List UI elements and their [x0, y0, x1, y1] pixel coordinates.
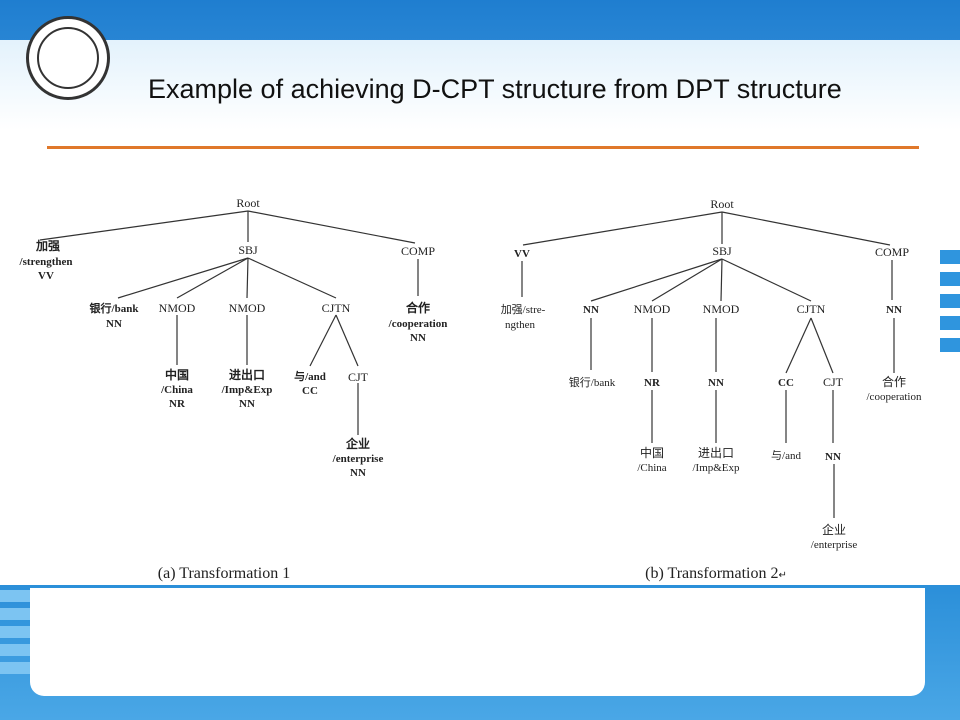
tree-a-imp-cn: 进出口 [229, 367, 265, 382]
tree-b-sbj: SBJ [712, 244, 732, 258]
tree-a-caption: (a) Transformation 1 [158, 565, 290, 582]
tree-a-bank-pos: NN [106, 318, 122, 330]
tree-b-bank: 银行/bank [569, 375, 616, 389]
tree-b-nn-comp: NN [886, 304, 902, 316]
tree-b-strengthen-2: ngthen [505, 319, 535, 331]
tree-b-china-cn: 中国 [640, 445, 664, 460]
tree-a-nmod-2: NMOD [229, 301, 266, 315]
university-logo [26, 16, 110, 100]
tree-b-imp-cn: 进出口 [698, 446, 734, 460]
tree-a-china-en: /China [160, 384, 193, 396]
tree-a-ent-pos: NN [350, 467, 366, 479]
tree-b-caption-text: (b) Transformation 2 [645, 565, 778, 582]
tree-a-imp-pos: NN [239, 398, 255, 410]
tree-a-root: Root [236, 196, 260, 210]
tree-b-nn-ent: NN [825, 451, 841, 463]
tree-b-china-en: /China [637, 462, 666, 474]
tree-a-and: 与/and [294, 370, 326, 383]
tree-a-strengthen-cn: 加强 [35, 238, 60, 253]
tree-b-coop-en: /cooperation [867, 391, 922, 403]
logo-ring [37, 27, 99, 89]
tree-b-nmod-2: NMOD [703, 302, 740, 316]
tree-a-cjtn: CJTN [322, 301, 351, 315]
left-stripe-decoration [0, 590, 30, 720]
tree-b-nn-imp: NN [708, 377, 724, 389]
title-divider [47, 146, 919, 149]
return-mark-icon: ↵ [778, 570, 786, 581]
tree-a-coop-en: /cooperation [388, 318, 448, 330]
tree-b-nn-bank: NN [583, 304, 599, 316]
tree-a-china-cn: 中国 [165, 367, 189, 382]
tree-b: Root VV SBJ COMP 加强/stre- ngthen NN NMOD… [501, 197, 922, 582]
tree-a-and-pos: CC [302, 385, 318, 397]
tree-b-comp: COMP [875, 245, 909, 259]
tree-a-china-pos: NR [169, 398, 186, 410]
tree-b-imp-en: /Imp&Exp [692, 462, 740, 474]
tree-a-comp: COMP [401, 244, 435, 258]
page-title: Example of achieving D-CPT structure fro… [148, 74, 842, 104]
tree-a-sbj: SBJ [238, 243, 258, 257]
tree-b-ent-en: /enterprise [811, 539, 858, 551]
tree-b-ent-cn: 企业 [822, 522, 846, 537]
tree-b-cjtn: CJTN [797, 302, 826, 316]
tree-a-ent-en: /enterprise [332, 453, 384, 465]
tree-a-coop-pos: NN [410, 332, 426, 344]
tree-a-coop-cn: 合作 [406, 300, 430, 315]
tree-b-cc: CC [778, 377, 794, 389]
tree-a-strengthen-pos: VV [38, 270, 54, 282]
tree-b-vv: VV [514, 248, 530, 260]
tree-b-coop-cn: 合作 [882, 374, 906, 389]
right-stripe-decoration [940, 250, 960, 390]
tree-a-imp-en: /Imp&Exp [221, 384, 273, 396]
tree-a-nmod-1: NMOD [159, 301, 196, 315]
tree-b-cjt: CJT [823, 375, 844, 389]
tree-b-caption: (b) Transformation 2↵ [645, 565, 787, 582]
tree-a-bank: 银行/bank [90, 301, 140, 315]
tree-b-and: 与/and [771, 449, 801, 462]
tree-b-root: Root [710, 197, 734, 211]
tree-a-cjt: CJT [348, 370, 369, 384]
tree-b-strengthen-1: 加强/stre- [501, 303, 546, 316]
tree-a: Root 加强 /strengthen VV SBJ COMP 银行/bank … [19, 196, 448, 582]
tree-b-nmod-1: NMOD [634, 302, 671, 316]
bottom-card [30, 588, 925, 696]
tree-a-strengthen-en: /strengthen [19, 256, 73, 268]
tree-b-nr: NR [644, 377, 661, 389]
tree-a-ent-cn: 企业 [345, 436, 370, 451]
